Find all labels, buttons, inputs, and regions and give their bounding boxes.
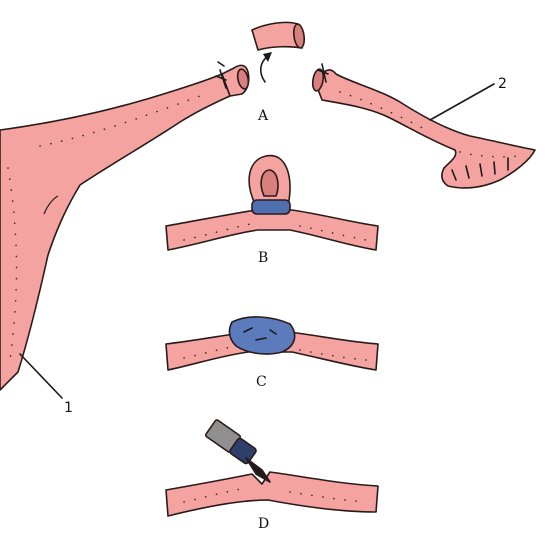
- label-step-d: D: [258, 516, 269, 532]
- callout-2-leader: [430, 84, 494, 120]
- electrocautery-probe-icon: [205, 419, 270, 482]
- callout-1-leader: [20, 354, 62, 398]
- label-step-b: B: [258, 250, 268, 266]
- ligature-cuff: [252, 200, 290, 214]
- step-d-cautery: [166, 419, 378, 516]
- gauze-pad: [229, 317, 294, 354]
- callout-2-label: 2: [498, 76, 507, 92]
- label-step-c: C: [256, 374, 267, 390]
- step-b-looped-tube: [166, 156, 378, 250]
- label-step-a: A: [257, 108, 269, 124]
- callout-1-label: 1: [64, 400, 73, 416]
- step-c-tube-with-gauze: [166, 317, 378, 370]
